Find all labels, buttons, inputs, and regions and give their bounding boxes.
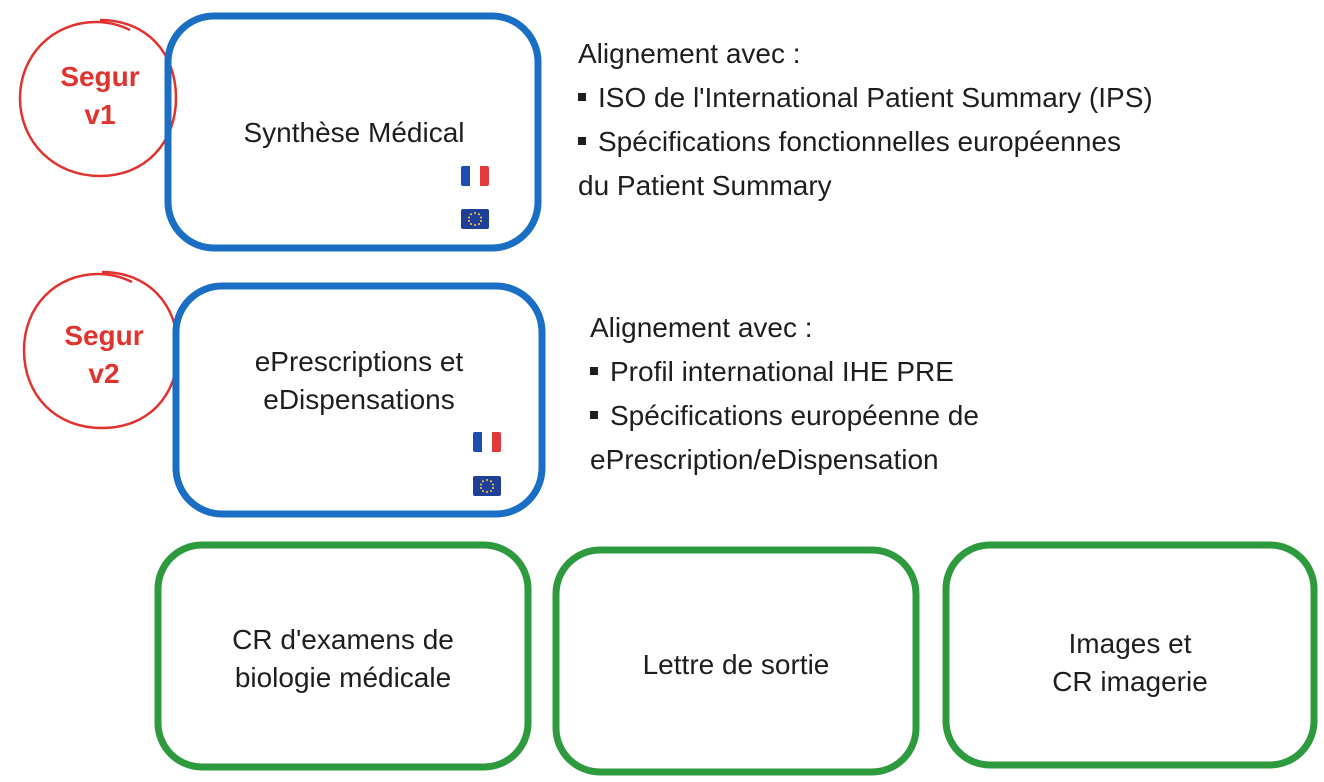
alignment-block-pre: Alignement avec : Profil international I…	[590, 306, 1310, 482]
eprescriptions-line2: eDispensations	[263, 384, 455, 415]
segur-v2-badge: Segur v2	[40, 305, 168, 405]
alignment-item: Profil international IHE PRE	[590, 350, 1310, 394]
synthese-medical-label: Synthèse Médical	[178, 108, 530, 158]
images-line2: CR imagerie	[1052, 666, 1208, 697]
flag-france-icon	[473, 432, 501, 452]
eprescriptions-line1: ePrescriptions et	[254, 346, 464, 377]
alignment-item: ISO de l'International Patient Summary (…	[578, 76, 1308, 120]
flag-eu-icon	[473, 476, 501, 496]
flag-eu-icon	[461, 209, 489, 229]
segur-v2-line2: v2	[88, 358, 120, 389]
lettre-de-sortie-text: Lettre de sortie	[642, 649, 830, 680]
cr-biologie-line1: CR d'examens de	[232, 624, 454, 655]
bullet-icon	[578, 136, 586, 145]
alignment-item: Spécifications fonctionnelles européenne…	[578, 120, 1308, 164]
alignment-item-text: Profil international IHE PRE	[610, 356, 954, 387]
cr-biologie-line2: biologie médicale	[234, 662, 452, 693]
bullet-icon	[578, 92, 586, 101]
alignment-continuation: du Patient Summary	[578, 170, 832, 201]
alignment-title: Alignement avec :	[578, 38, 801, 69]
alignment-block-ips: Alignement avec : ISO de l'International…	[578, 32, 1308, 208]
lettre-de-sortie-box	[552, 546, 920, 776]
images-cr-imagerie-box	[942, 541, 1318, 769]
flag-france-icon	[461, 166, 489, 186]
segur-v2-line1: Segur	[64, 320, 144, 351]
bullet-icon	[590, 410, 598, 419]
segur-v1-circle	[18, 18, 178, 178]
segur-v1-badge: Segur v1	[36, 46, 164, 146]
alignment-item-text: ISO de l'International Patient Summary (…	[598, 82, 1153, 113]
lettre-de-sortie-label: Lettre de sortie	[564, 640, 908, 690]
segur-v1-line1: Segur	[60, 61, 140, 92]
segur-v1-line2: v1	[84, 99, 116, 130]
alignment-item: Spécifications européenne de	[590, 394, 1310, 438]
alignment-continuation: ePrescription/eDispensation	[590, 444, 939, 475]
cr-biologie-label: CR d'examens de biologie médicale	[166, 614, 520, 704]
cr-biologie-box	[154, 541, 532, 771]
alignment-title: Alignement avec :	[590, 312, 813, 343]
synthese-medical-text: Synthèse Médical	[243, 117, 465, 148]
images-cr-imagerie-label: Images et CR imagerie	[954, 618, 1306, 708]
eprescriptions-box	[172, 282, 546, 518]
alignment-item-text: Spécifications fonctionnelles européenne…	[598, 126, 1122, 157]
alignment-item-text: Spécifications européenne de	[610, 400, 979, 431]
images-line1: Images et	[1068, 628, 1192, 659]
bullet-icon	[590, 366, 598, 375]
synthese-medical-box	[164, 12, 542, 252]
eprescriptions-label: ePrescriptions et eDispensations	[186, 336, 532, 426]
